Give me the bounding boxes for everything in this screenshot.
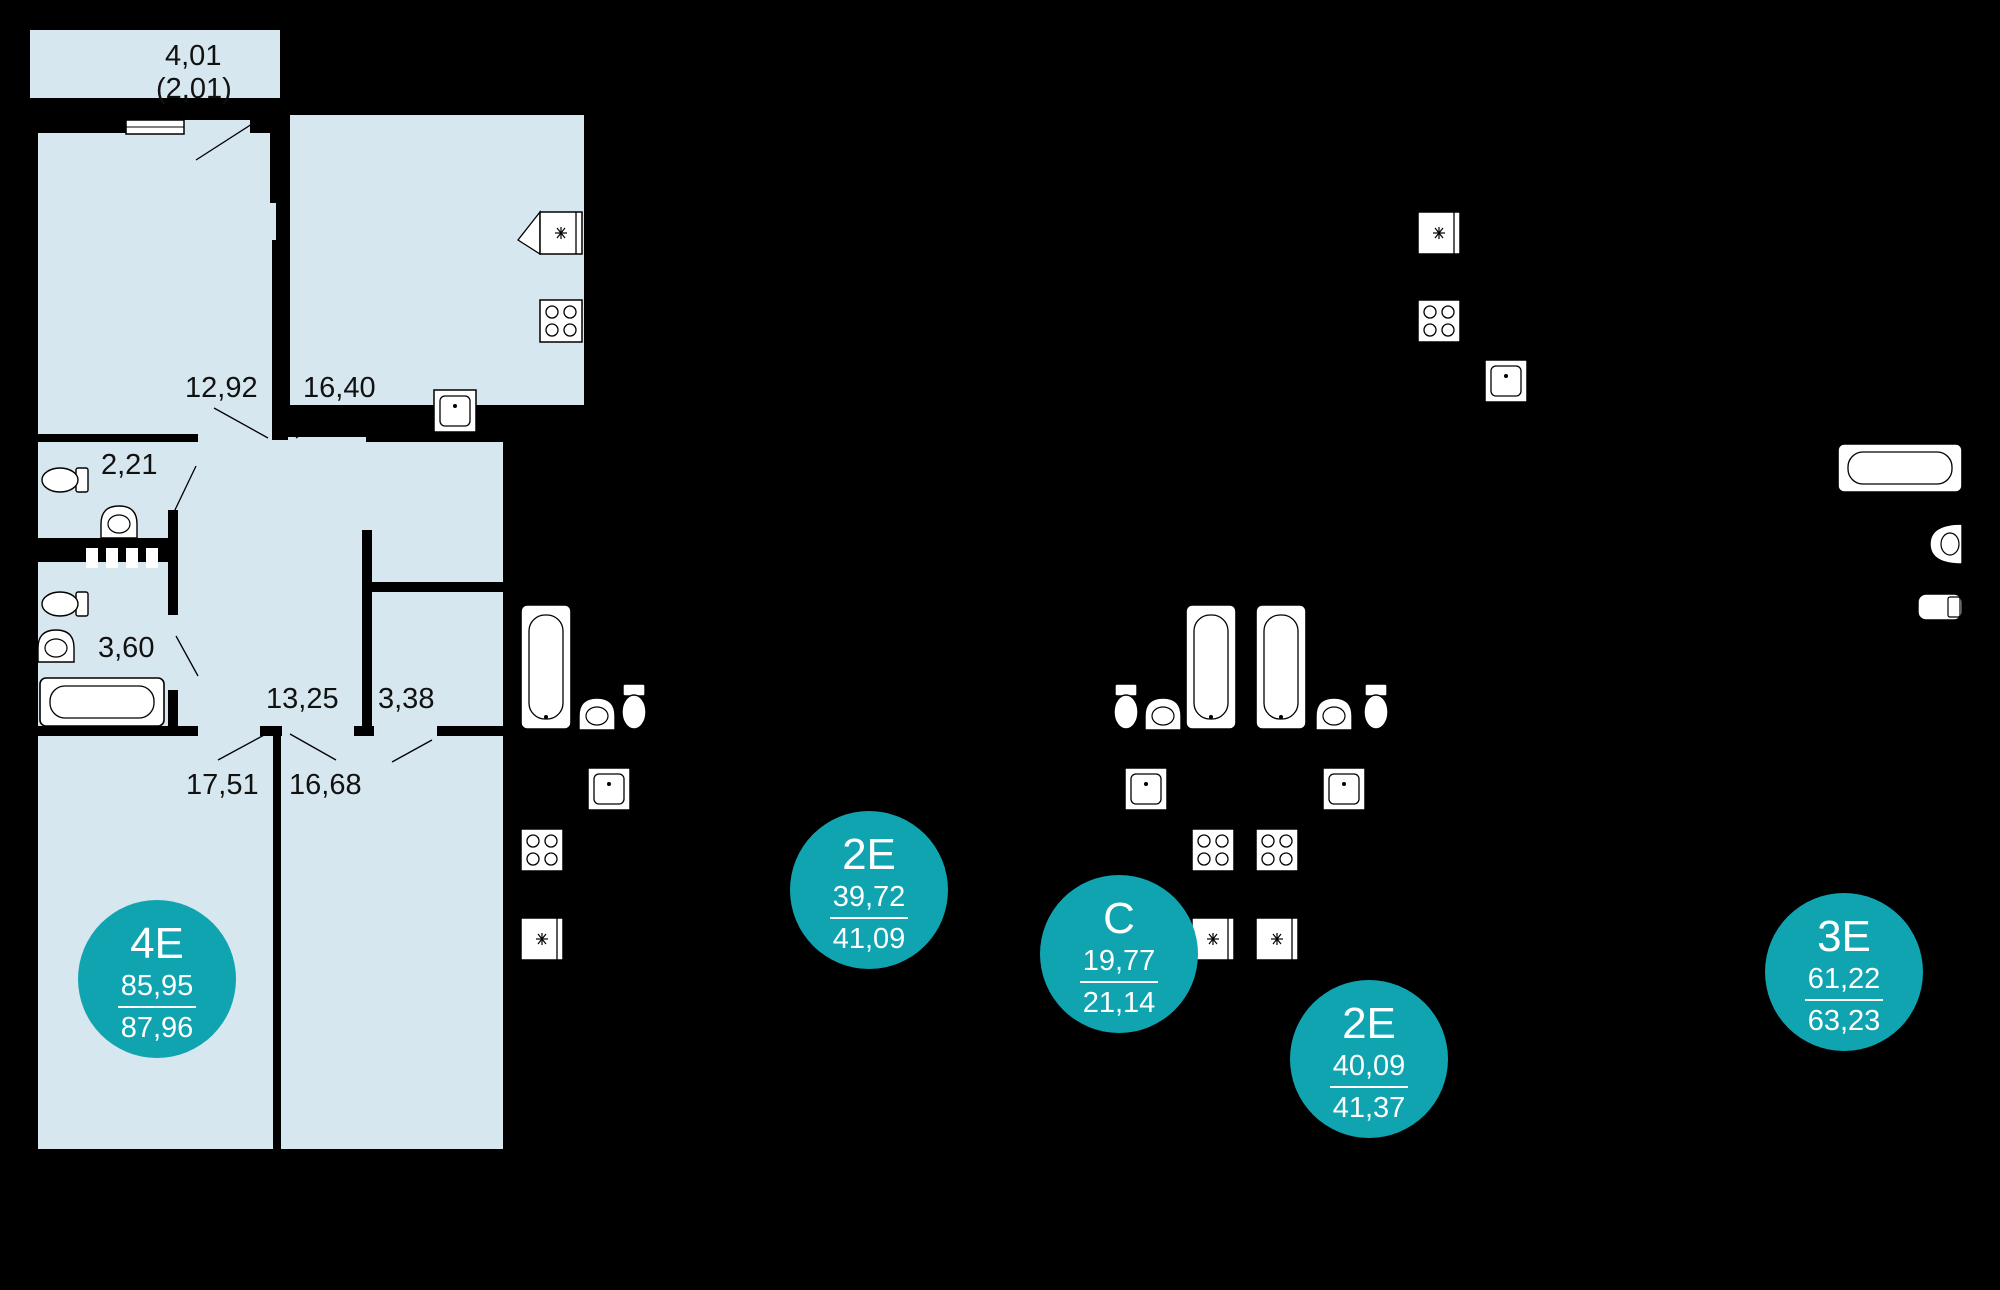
sink-icon: [1322, 767, 1366, 811]
fan-icon: [1191, 917, 1235, 961]
leader-lines: [173, 123, 433, 763]
washbasin-icon: [578, 697, 616, 731]
washbasin-icon: [1144, 697, 1182, 731]
bathtub-icon: [1185, 604, 1237, 730]
washbasin-icon: [37, 629, 75, 663]
living-area: 61,22: [1805, 965, 1883, 1001]
stove-icon: [539, 299, 583, 343]
total-area: 21,14: [1082, 987, 1156, 1019]
living-area: 40,09: [1330, 1052, 1408, 1088]
apartment-badge-3e[interactable]: 3E 61,22 63,23: [1765, 893, 1923, 1051]
apartment-type: C: [1103, 894, 1135, 943]
balcony-area-reduced: (2,01): [156, 73, 232, 105]
sink-icon: [1484, 359, 1528, 403]
living-area: 19,77: [1080, 947, 1158, 983]
hall-area: 13,25: [266, 683, 339, 715]
fan-icon: [1417, 211, 1461, 255]
kitchen-area: 16,40: [303, 372, 376, 404]
closet-area: 3,38: [378, 683, 435, 715]
bedroom-1-area: 12,92: [185, 372, 258, 404]
wc-area: 2,21: [101, 449, 158, 481]
total-area: 41,09: [832, 923, 906, 955]
bathtub-icon: [39, 677, 165, 727]
stairs: [86, 548, 158, 568]
stove-icon: [1255, 828, 1299, 872]
bathtub-icon: [1837, 443, 1963, 493]
toilet-icon: [621, 683, 647, 730]
apartment-type: 4E: [130, 919, 184, 968]
fan-icon: [1255, 917, 1299, 961]
toilet-icon: [41, 591, 89, 617]
toilet-icon: [1113, 683, 1139, 730]
toilet-icon: [1363, 683, 1389, 730]
stove-icon: [520, 828, 564, 872]
living-area: 85,95: [118, 972, 196, 1008]
stove-icon: [1191, 828, 1235, 872]
sink-icon: [587, 767, 631, 811]
bedroom-3-area: 16,68: [289, 769, 362, 801]
apartment-type: 3E: [1817, 912, 1871, 961]
sink-icon: [1124, 767, 1168, 811]
apartment-type: 2E: [1342, 999, 1396, 1048]
balcony-area: 4,01: [165, 40, 222, 72]
bathtub-icon: [1255, 604, 1307, 730]
apartment-badge-4e[interactable]: 4E 85,95 87,96: [78, 900, 236, 1058]
apartment-type: 2E: [842, 830, 896, 879]
bathroom-area: 3,60: [98, 632, 155, 664]
apartment-badge-2e-1[interactable]: 2E 39,72 41,09: [790, 811, 948, 969]
washbasin-icon: [1315, 697, 1353, 731]
apartment-badge-2e-2[interactable]: 2E 40,09 41,37: [1290, 980, 1448, 1138]
washbasin-icon: [100, 505, 138, 539]
apartment-badge-c[interactable]: C 19,77 21,14: [1040, 875, 1198, 1033]
total-area: 41,37: [1332, 1092, 1406, 1124]
stove-icon: [1417, 299, 1461, 343]
toilet-icon: [41, 467, 89, 493]
fixtures-other-apartments: [520, 211, 1963, 961]
balcony-fill: [30, 30, 280, 98]
bathtub-icon: [520, 604, 572, 730]
bedroom-1-fill: [38, 120, 276, 437]
bedroom-2-area: 17,51: [186, 769, 259, 801]
total-area: 63,23: [1807, 1005, 1881, 1037]
fan-icon: [520, 917, 564, 961]
kitchen-fill: [290, 115, 584, 405]
sink-icon: [433, 389, 477, 433]
total-area: 87,96: [120, 1012, 194, 1044]
washbasin-icon: [1929, 523, 1963, 565]
toilet-icon: [1917, 593, 1963, 621]
fan-icon: [517, 210, 583, 256]
living-area: 39,72: [830, 883, 908, 919]
